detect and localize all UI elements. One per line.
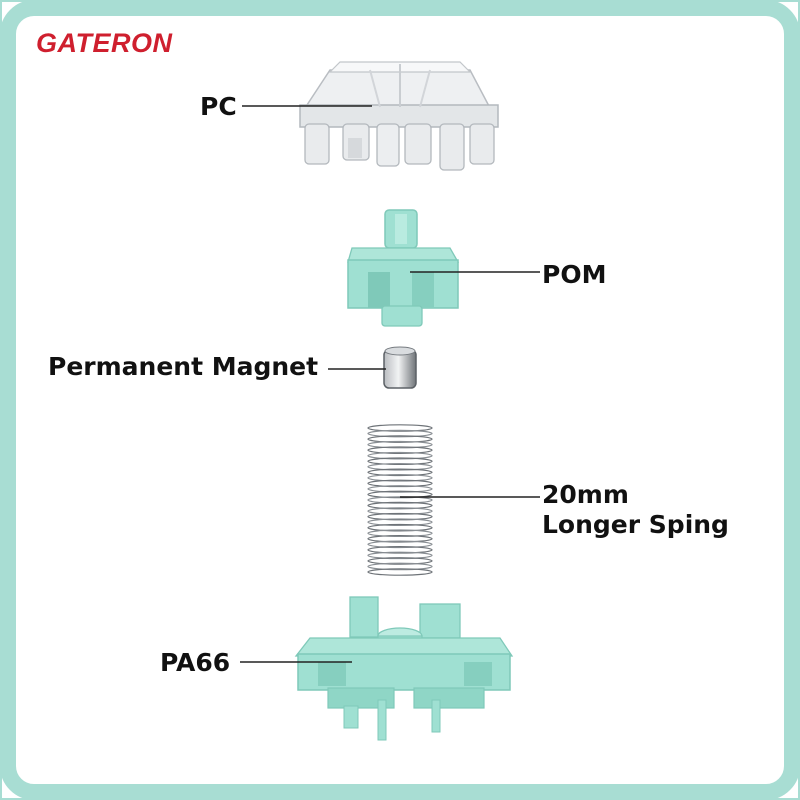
spring-coil [367, 457, 433, 466]
clear-top-housing-icon [299, 61, 499, 171]
spring-coil [367, 485, 433, 493]
spring-coil [367, 451, 433, 460]
spring-coil [367, 551, 433, 560]
label-spring-length: 20mm [542, 480, 629, 509]
spring-coil [367, 429, 433, 438]
spring-coil [367, 440, 433, 449]
brand-logo: GATERON [36, 28, 173, 58]
cylinder-magnet-icon [383, 346, 417, 389]
spring-coil [367, 562, 433, 571]
label-pc: PC [200, 92, 237, 121]
spring-coil [367, 546, 433, 554]
label-permanent-magnet: Permanent Magnet [48, 352, 319, 381]
spring-coil [367, 479, 433, 488]
spring-coil [367, 462, 433, 471]
spring-coil [367, 534, 433, 543]
spring-coil [367, 424, 433, 432]
spring-coil [367, 468, 433, 477]
spring-coil [367, 512, 433, 521]
mint-stem-icon [347, 209, 460, 327]
spring-coil [367, 435, 433, 443]
label-spring-type: Longer Sping [542, 510, 729, 539]
coil-spring-icon [367, 424, 433, 576]
spring-coil [367, 501, 433, 510]
spring-coil [367, 446, 433, 454]
spring-coil [367, 557, 433, 565]
mint-bottom-housing-icon [294, 596, 514, 741]
spring-coil [367, 474, 433, 482]
spring-coil [367, 540, 433, 549]
spring-coil [367, 507, 433, 515]
spring-coil [367, 523, 433, 532]
spring-coil [367, 568, 433, 576]
label-pa66: PA66 [160, 648, 231, 677]
spring-coil [367, 518, 433, 526]
label-pom: POM [542, 260, 607, 289]
spring-coil [367, 529, 433, 538]
